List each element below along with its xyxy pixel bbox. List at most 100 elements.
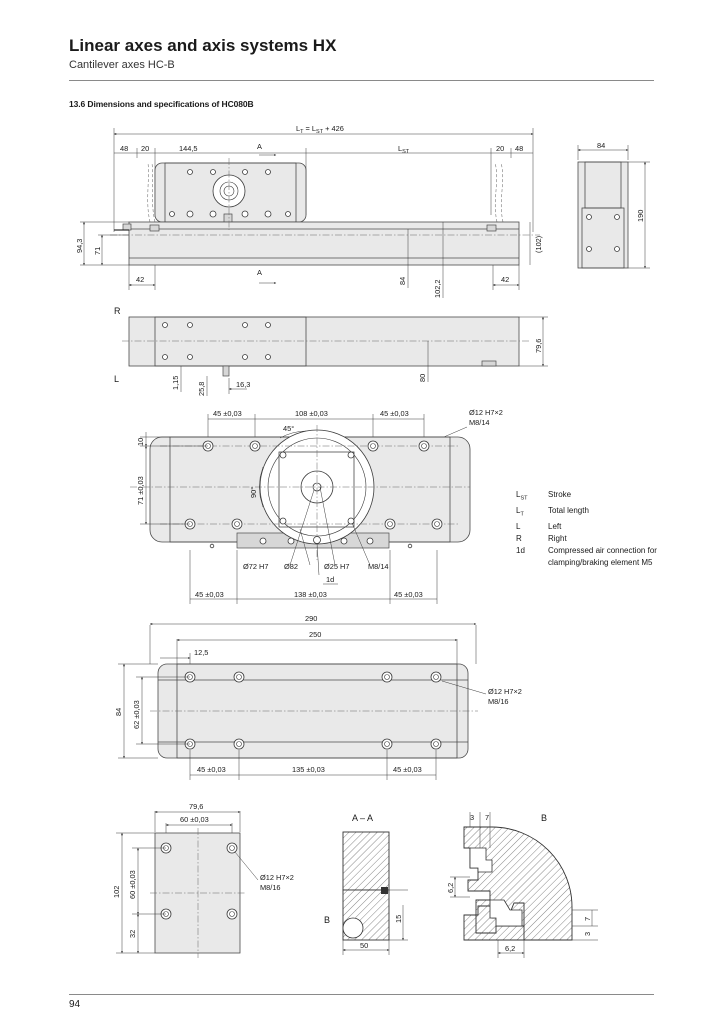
plate-dim-135: 135 ±0,03: [292, 765, 325, 774]
dim-144-5: 144,5: [179, 144, 198, 153]
dim-20-right: 20: [496, 144, 504, 153]
dim-102-ref: (102): [534, 236, 543, 253]
section-marker-a-top: A: [257, 142, 262, 151]
stroke-dim: LST: [398, 144, 410, 155]
legend-text: Stroke: [548, 490, 572, 499]
carriage-face-view: 45 ±0,03 108 ±0,03 45 ±0,03 Ø12 H7×2 M8/…: [130, 408, 503, 604]
total-length-dim: LT = LST + 426: [296, 124, 344, 135]
dim-94-3: 94,3: [75, 239, 84, 253]
end-thread-callout: M8/16: [260, 883, 281, 892]
face-angle-90: 90°: [249, 487, 258, 498]
legend-key: [516, 557, 548, 569]
detail-b-title: B: [541, 813, 547, 823]
plate-dim-45-b: 45 ±0,03: [393, 765, 422, 774]
face-thread-m8: M8/14: [368, 562, 389, 571]
end-dim-79-6: 79,6: [189, 802, 203, 811]
plate-bore-callout: Ø12 H7×2: [488, 687, 522, 696]
legend-row: L Left: [516, 521, 657, 533]
front-view: LT = LST + 426 48 20 144,5 LST 20 48 A A: [75, 124, 543, 298]
legend-key: L: [516, 521, 521, 531]
plate-dim-12-5: 12,5: [194, 648, 208, 657]
plate-dim-290: 290: [305, 614, 317, 623]
dim-42-left: 42: [136, 275, 144, 284]
detail-b: B 3 7 6,2 7 3 6,2: [446, 812, 598, 958]
dim-102-2: 102,2: [433, 280, 442, 299]
legend-row: R Right: [516, 533, 657, 545]
side-dim-190: 190: [636, 210, 645, 222]
face-dim-138: 138 ±0,03: [294, 590, 327, 599]
section-marker-a-bottom: A: [257, 268, 262, 277]
top-dim-1-15: 1,15: [171, 376, 180, 390]
section-a-a: A – A B 15 50: [324, 813, 408, 955]
detail-dim-3-right: 3: [583, 932, 592, 936]
face-dim-45-c: 45 ±0,03: [195, 590, 224, 599]
carriage-plate-view: 290 250 12,5 Ø12 H7×2 M8/16 84 62 ±0,03: [114, 614, 522, 780]
dim-84-height: 84: [398, 277, 407, 285]
dim-48-left: 48: [120, 144, 128, 153]
dim-71: 71: [93, 247, 102, 255]
legend-text: Right: [548, 533, 567, 543]
face-dim-10: 10: [136, 438, 145, 446]
page-subtitle: Cantilever axes HC-B: [69, 59, 175, 71]
end-dim-60-vertical: 60 ±0,03: [128, 870, 137, 899]
label-left: L: [114, 374, 119, 384]
legend-text: clamping/braking element M5: [548, 558, 653, 568]
legend-text: Compressed air connection for: [548, 546, 657, 555]
end-plate-view: 79,6 60 ±0,03 Ø12 H7×2 M8/16 102 60 ±0,0…: [112, 802, 294, 958]
end-bore-callout: Ø12 H7×2: [260, 873, 294, 882]
section-a-a-title: A – A: [352, 813, 373, 823]
face-dim-108: 108 ±0,03: [295, 409, 328, 418]
plate-dim-84: 84: [114, 708, 123, 716]
end-dim-102: 102: [112, 886, 121, 898]
section-dim-15: 15: [394, 915, 403, 923]
top-dim-16-3: 16,3: [236, 380, 250, 389]
end-dim-32: 32: [128, 930, 137, 938]
detail-dim-3-top: 3: [470, 813, 474, 822]
detail-dim-6-2-bottom: 6,2: [505, 944, 515, 953]
face-dim-45-a: 45 ±0,03: [213, 409, 242, 418]
dim-48-right: 48: [515, 144, 523, 153]
page-title: Linear axes and axis systems HX: [69, 36, 337, 55]
face-bore-callout: Ø12 H7×2: [469, 408, 503, 417]
header-rule: [69, 80, 654, 81]
side-dim-84: 84: [597, 141, 605, 150]
face-angle-45: 45°: [283, 424, 294, 433]
face-dia-72: Ø72 H7: [243, 562, 268, 571]
plate-thread-callout: M8/16: [488, 697, 509, 706]
label-right: R: [114, 306, 121, 316]
detail-dim-7-top: 7: [485, 813, 489, 822]
detail-dim-6-2-left: 6,2: [446, 883, 455, 893]
face-dim-71: 71 ±0,03: [136, 476, 145, 505]
top-view: R L 79,6 80 1,15 25,8 16,3: [114, 306, 548, 396]
dim-20-left: 20: [141, 144, 149, 153]
face-dia-25: Ø25 H7: [324, 562, 349, 571]
legend-key: LT: [516, 505, 524, 518]
face-dim-45-d: 45 ±0,03: [394, 590, 423, 599]
legend-row: LT Total length: [516, 505, 657, 521]
page-number: 94: [69, 999, 81, 1010]
face-dim-45-b: 45 ±0,03: [380, 409, 409, 418]
top-dim-79-6: 79,6: [534, 339, 543, 353]
plate-dim-62: 62 ±0,03: [132, 700, 141, 729]
plate-dim-250: 250: [309, 630, 321, 639]
footer-rule: [69, 994, 654, 995]
dim-42-right: 42: [501, 275, 509, 284]
detail-dim-7-right: 7: [583, 917, 592, 921]
top-dim-80: 80: [418, 374, 427, 382]
legend-text: Total length: [548, 505, 589, 515]
legend-key: LST: [516, 490, 528, 502]
legend-key: R: [516, 533, 522, 543]
detail-b-marker: B: [324, 915, 330, 925]
legend-row: 1d Compressed air connection for: [516, 545, 657, 557]
end-dim-60: 60 ±0,03: [180, 815, 209, 824]
legend-row: LST Stroke: [516, 489, 657, 505]
legend-key: 1d: [516, 546, 525, 555]
legend-text: Left: [548, 521, 562, 531]
section-heading: 13.6 Dimensions and specifications of HC…: [69, 99, 254, 109]
face-dia-82: Ø82: [284, 562, 298, 571]
plate-dim-45-a: 45 ±0,03: [197, 765, 226, 774]
face-mounting-holes: [184, 440, 443, 549]
side-view: 84 190: [577, 141, 650, 269]
